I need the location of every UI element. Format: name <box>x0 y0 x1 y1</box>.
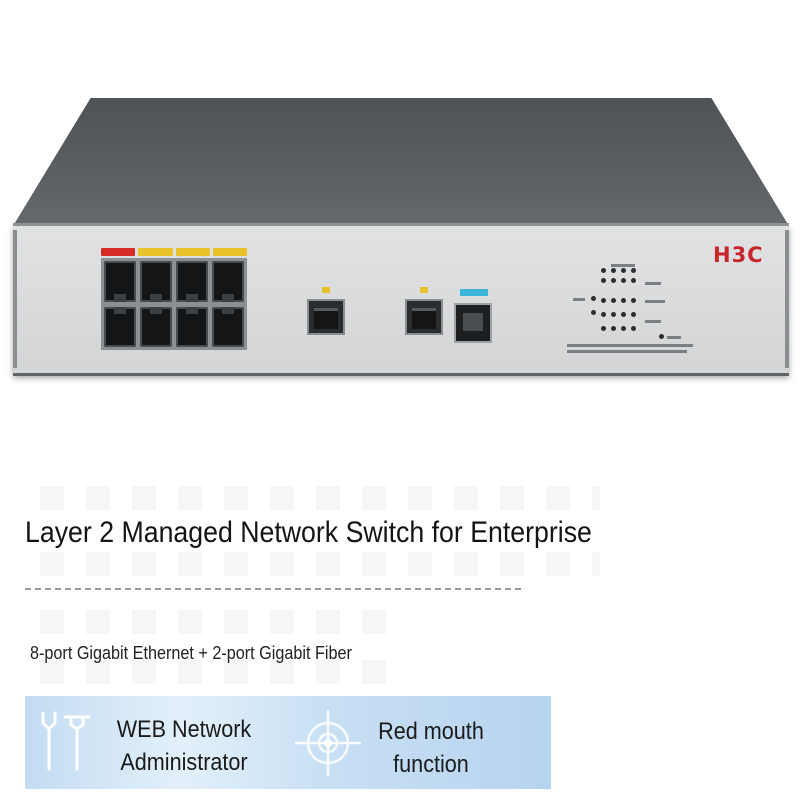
product-title: Layer 2 Managed Network Switch for Enter… <box>25 516 592 549</box>
ghost-text <box>40 486 600 510</box>
sfp-led <box>322 287 330 293</box>
product-subtitle: 8-port Gigabit Ethernet + 2-port Gigabit… <box>30 643 352 663</box>
sfp-led <box>420 287 428 293</box>
port-label-strip <box>101 248 247 256</box>
ghost-text <box>40 610 390 634</box>
switch-top-cover <box>13 98 789 226</box>
feature-banner: WEB Network Administrator Red mouth func… <box>25 696 551 789</box>
left-bracket <box>13 230 17 368</box>
product-image: H3C <box>13 98 789 373</box>
switch-front-panel: H3C <box>13 223 789 373</box>
rj45-port <box>140 261 172 302</box>
port-label-chip <box>101 248 136 256</box>
ghost-text <box>40 660 390 684</box>
feature-line: Administrator <box>120 749 248 776</box>
sfp-port-2 <box>405 287 443 343</box>
rj45-port <box>176 261 208 302</box>
port-label-chip <box>212 248 247 256</box>
feature-line: Red mouth <box>378 718 484 745</box>
rj45-port-block <box>101 258 247 350</box>
sfp-port-1 <box>307 287 345 343</box>
rj45-port <box>140 306 172 347</box>
console-tag <box>460 289 488 296</box>
rj45-port <box>104 261 136 302</box>
sfp-cage <box>405 299 443 335</box>
rj45-port <box>212 261 244 302</box>
console-port <box>454 289 494 349</box>
title-divider <box>25 588 521 590</box>
status-led-panel <box>561 262 701 354</box>
port-label-chip <box>175 248 210 256</box>
port-label-chip <box>138 248 173 256</box>
rj45-port <box>176 306 208 347</box>
target-icon <box>295 710 361 776</box>
ghost-text <box>40 552 600 576</box>
rj45-port <box>104 306 136 347</box>
tools-icon <box>41 711 91 771</box>
feature-web-admin: WEB Network Administrator <box>104 713 264 779</box>
feature-line: WEB Network <box>116 716 252 743</box>
feature-line: function <box>393 751 469 778</box>
console-socket <box>454 303 492 343</box>
feature-red-mouth: Red mouth function <box>359 715 503 781</box>
sfp-cage <box>307 299 345 335</box>
right-bracket <box>785 230 789 368</box>
brand-logo: H3C <box>713 243 764 267</box>
rj45-port <box>212 306 244 347</box>
